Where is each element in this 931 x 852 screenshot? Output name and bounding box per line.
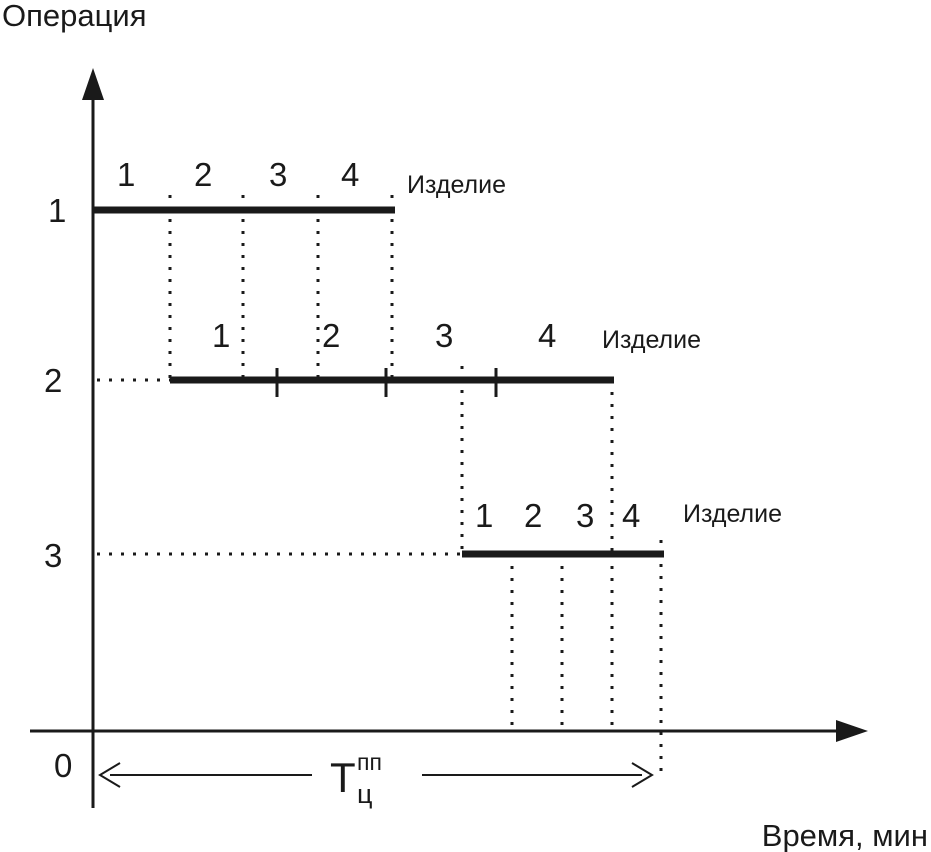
op2-seg-1: 1 (212, 317, 230, 354)
y-tick-1: 1 (48, 192, 66, 229)
op1-seg-4: 4 (341, 156, 359, 193)
guide-lines (97, 195, 663, 780)
op2-seg-4: 4 (538, 317, 556, 354)
op3-seg-2: 2 (524, 497, 542, 534)
op3-seg-4: 4 (622, 497, 640, 534)
axes (30, 68, 868, 808)
x-axis-title: Время, мин (762, 818, 928, 852)
cycle-time-subscript: ц (357, 779, 372, 809)
op1-seg-3: 3 (269, 156, 287, 193)
x-axis-arrow (836, 720, 868, 742)
cycle-time-symbol: T (330, 754, 356, 801)
cycle-time-dimension: T ц пп (98, 749, 654, 809)
op2-seg-3: 3 (435, 317, 453, 354)
op3-product-label: Изделие (683, 500, 782, 528)
op1-seg-2: 2 (194, 156, 212, 193)
op2-product-label: Изделие (602, 326, 701, 354)
cycle-time-arrow-left (98, 762, 121, 788)
cycle-time-superscript: пп (357, 749, 382, 775)
y-tick-2: 2 (44, 362, 62, 399)
op1-product-label: Изделие (407, 171, 506, 199)
op3-seg-3: 3 (576, 497, 594, 534)
op3-seg-1: 1 (475, 497, 493, 534)
y-axis-title: Операция (2, 0, 146, 33)
operation-bars (93, 206, 664, 558)
op1-seg-1: 1 (117, 156, 135, 193)
cycle-time-arrow-right (631, 762, 654, 788)
y-axis-arrow (82, 68, 104, 100)
origin-label: 0 (54, 747, 72, 784)
op2-seg-2: 2 (322, 317, 340, 354)
y-tick-3: 3 (44, 537, 62, 574)
